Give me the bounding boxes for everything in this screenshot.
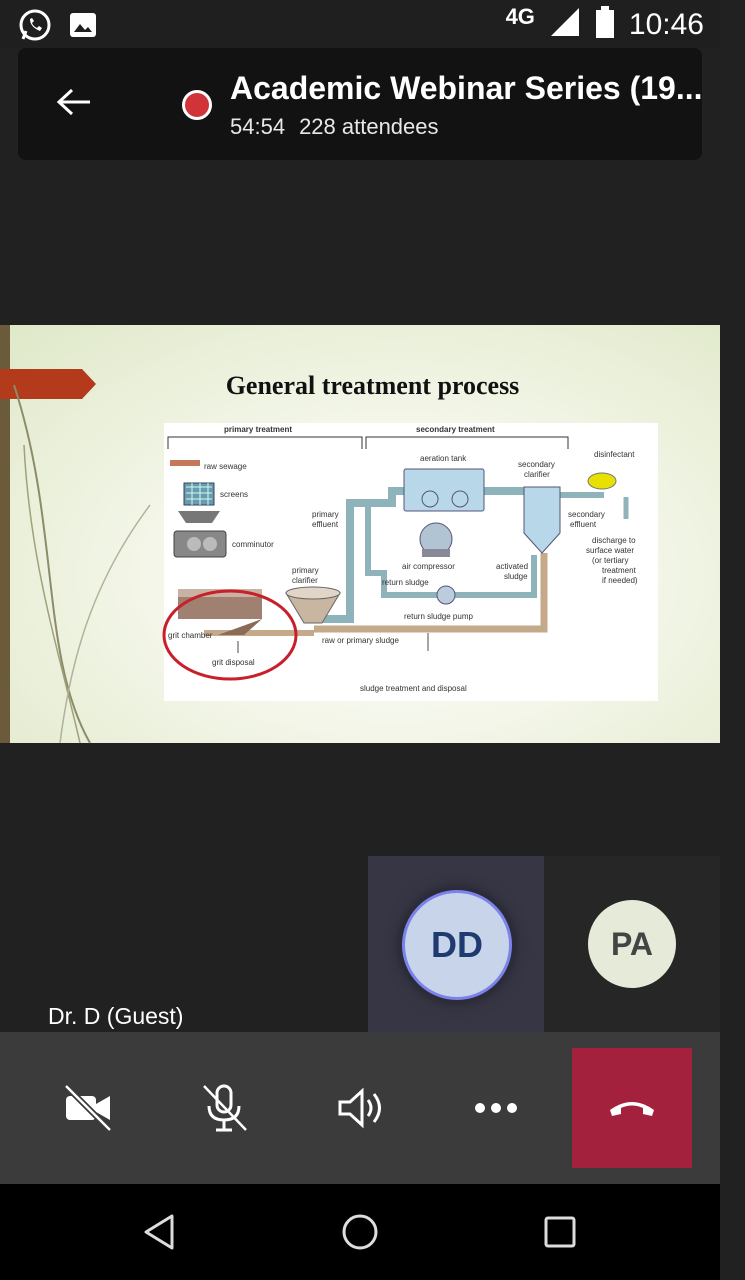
svg-text:primary: primary [312, 510, 339, 519]
svg-text:screens: screens [220, 490, 248, 499]
status-bar: 4G 10:46 [0, 0, 720, 48]
speaker-icon[interactable] [332, 1082, 388, 1134]
svg-text:comminutor: comminutor [232, 540, 274, 549]
hang-up-button[interactable] [572, 1048, 692, 1168]
svg-text:disinfectant: disinfectant [594, 450, 635, 459]
svg-text:if needed): if needed) [602, 576, 638, 585]
home-circle-icon[interactable] [332, 1204, 388, 1260]
participant-tile-dd[interactable]: DD [368, 856, 544, 1032]
svg-text:raw or primary sludge: raw or primary sludge [322, 636, 399, 645]
hang-up-icon [606, 1080, 658, 1137]
attendee-count: 228 attendees [299, 114, 439, 139]
svg-text:discharge to: discharge to [592, 536, 636, 545]
label-primary-treatment: primary treatment [224, 425, 292, 434]
svg-text:clarifier: clarifier [524, 470, 550, 479]
slide-title: General treatment process [225, 371, 520, 400]
slide-edge-bar [0, 325, 10, 743]
battery-icon [595, 6, 615, 43]
label-secondary-treatment: secondary treatment [416, 425, 495, 434]
meeting-title: Academic Webinar Series (19... [230, 70, 703, 106]
call-controls [0, 1032, 720, 1184]
svg-text:secondary: secondary [568, 510, 605, 519]
whatsapp-icon [18, 8, 52, 47]
image-icon [68, 10, 98, 45]
mic-off-icon[interactable] [196, 1082, 252, 1134]
meeting-header: Academic Webinar Series (19... 54:54 228 … [18, 48, 703, 160]
clock: 10:46 [628, 7, 704, 41]
more-icon[interactable] [468, 1082, 524, 1134]
svg-text:grit disposal: grit disposal [212, 658, 255, 667]
participant-tile-pa[interactable]: PA [544, 856, 720, 1032]
slide-decor-swoosh [13, 384, 151, 744]
network-type: 4G [505, 3, 535, 29]
svg-text:sludge treatment and disposal: sludge treatment and disposal [360, 684, 467, 693]
svg-text:activated: activated [496, 562, 528, 571]
slide-arrow-tag [0, 369, 96, 399]
svg-text:primary: primary [292, 566, 319, 575]
back-arrow-icon[interactable] [54, 82, 94, 122]
avatar-dd: DD [402, 890, 512, 1000]
meeting-duration: 54:54 [230, 114, 286, 139]
meeting-meta: 54:54 228 attendees [230, 114, 439, 140]
svg-text:grit chamber: grit chamber [168, 631, 213, 640]
svg-text:(or tertiary: (or tertiary [592, 556, 628, 565]
avatar-pa: PA [588, 900, 676, 988]
svg-text:air compressor: air compressor [402, 562, 455, 571]
svg-text:clarifier: clarifier [292, 576, 318, 585]
svg-text:effluent: effluent [570, 520, 597, 529]
system-nav-bar [0, 1184, 720, 1280]
active-speaker-name: Dr. D (Guest) [48, 1003, 184, 1029]
camera-off-icon[interactable] [60, 1082, 116, 1134]
svg-text:secondary: secondary [518, 460, 555, 469]
svg-text:effluent: effluent [312, 520, 339, 529]
recents-square-icon[interactable] [532, 1204, 588, 1260]
back-triangle-icon[interactable] [132, 1204, 188, 1260]
svg-text:aeration tank: aeration tank [420, 454, 467, 463]
svg-text:return sludge pump: return sludge pump [404, 612, 473, 621]
treatment-process-diagram: primary treatment secondary treatment ra… [162, 423, 658, 701]
recording-indicator-icon [182, 90, 212, 120]
svg-text:sludge: sludge [504, 572, 528, 581]
shared-slide[interactable]: General treatment process primary treatm… [0, 325, 720, 744]
svg-text:treatment: treatment [602, 566, 637, 575]
svg-text:surface water: surface water [586, 546, 634, 555]
svg-text:return sludge: return sludge [382, 578, 429, 587]
svg-text:raw sewage: raw sewage [204, 462, 247, 471]
signal-icon [549, 6, 581, 43]
